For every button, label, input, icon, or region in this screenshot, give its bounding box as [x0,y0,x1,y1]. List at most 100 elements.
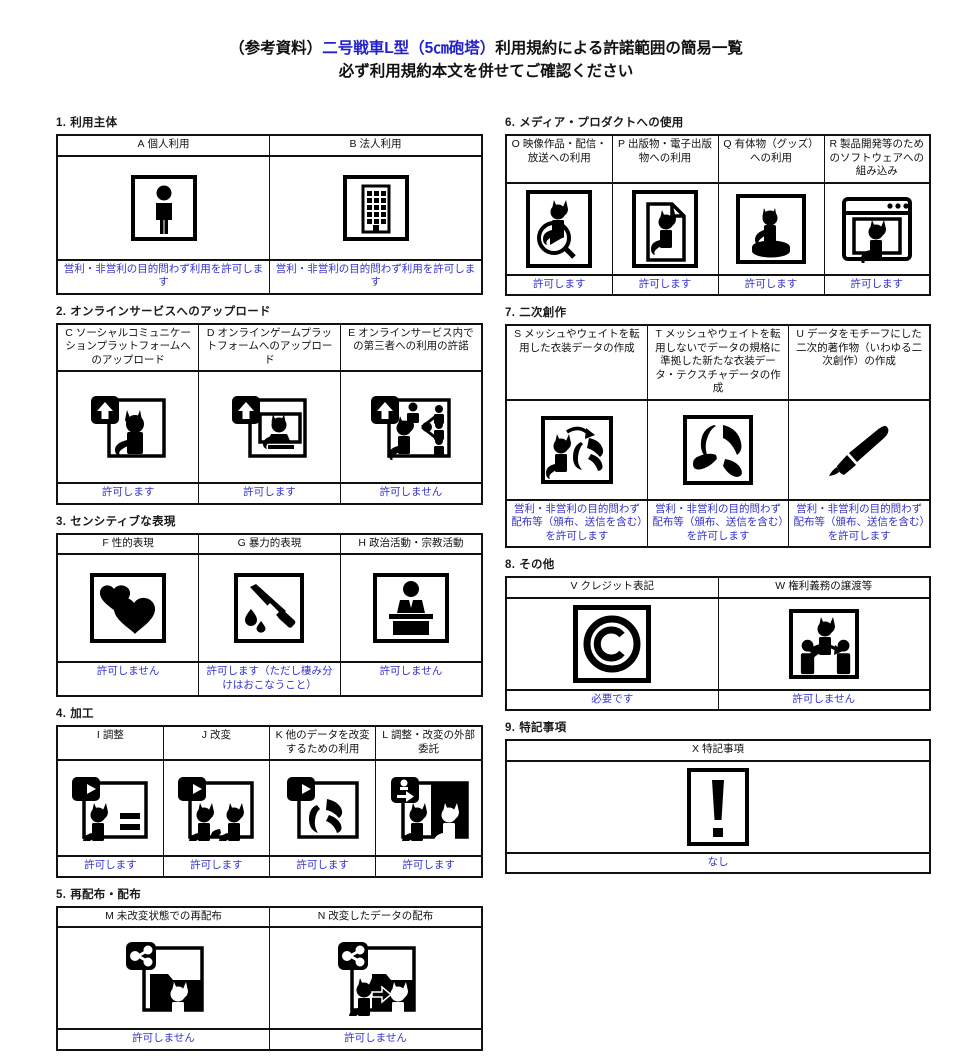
item-status-cell: 営利・非営利の目的問わず利用を許可します [269,259,483,294]
item-status-cell: 許可しません [269,1028,483,1050]
item-status-cell: 許可します [56,855,164,877]
item-icon-cell [505,398,648,501]
item-icon-cell [717,596,931,691]
item-icon-cell [56,926,270,1030]
item-status-cell: 必要です [505,689,719,711]
section-title: 加工 [70,708,94,720]
transfer-people-cat-icon [721,608,928,679]
table-status-row: 営利・非営利の目的問わず利用を許可します営利・非営利の目的問わず利用を許可します [56,259,483,294]
item-id: S [514,328,522,340]
section-label: 8.その他 [505,558,931,573]
table-status-row: 許可します許可します許可しません [56,482,483,504]
table-status-row: 許可します許可します許可します許可します [56,855,483,877]
section-label: 6.メディア・プロダクトへの使用 [505,116,931,131]
item-icon-cell [198,370,341,484]
item-icon-cell [269,926,483,1030]
section-number: 2. [56,305,67,318]
item-header-text: 特記事項 [702,743,744,755]
item-header-text: 有体物（グッズ）への利用 [734,138,819,164]
section-title: 再配布・配布 [70,888,142,901]
item-id: G [237,536,246,549]
figurine-cat-icon [721,193,822,264]
section-title: メディア・プロダクトへの使用 [519,117,684,129]
window-cat-icon [827,195,928,263]
item-icon-cell [339,553,483,663]
item-id: E [348,326,356,339]
item-header-text: 個人利用 [147,138,190,150]
item-header-text: 改変 [210,729,231,741]
item-icon-cell [505,596,719,691]
item-id: X [691,743,699,755]
item-status-cell: 許可しません [339,482,483,504]
item-status-cell: 許可します [375,855,483,877]
document-cat-icon [615,189,716,268]
item-status-cell: 許可します [611,274,719,296]
item-status-cell: 許可しません [56,1028,270,1050]
arrow-cat-invert-icon [378,775,479,841]
arrow-cat-cat-icon [166,775,267,841]
item-status-cell: 許可します [268,855,377,877]
item-status-cell: 営利・非営利の目的問わず配布等（頒布、送信を含む）を許可します [505,499,648,548]
item-header-text: オンラインサービス内での第三者への利用の許諾 [353,326,474,353]
section-label: 2.オンラインサービスへのアップロード [56,305,483,320]
item-id: F [102,536,109,549]
section-number: 4. [56,708,67,720]
item-header-text: クレジット表記 [580,580,655,592]
upload-cat-monitor-icon [201,394,338,460]
table-status-row: 許可しません許可します（ただし棲み分けはおこなうこと）許可しません [56,661,483,697]
brush-icon [791,420,927,480]
item-status-cell: 許可します [505,274,613,296]
item-id: P [617,138,625,150]
play-cat-icon [509,189,610,268]
table-icon-row [505,398,931,501]
item-icon-cell [611,181,719,276]
item-icon-cell [505,759,931,854]
item-icon-cell [56,759,164,857]
item-icon-cell [788,398,931,501]
item-id: N [317,909,326,922]
item-id: C [65,326,73,339]
item-icon-cell [717,181,825,276]
item-icon-cell [56,154,270,261]
item-id: B [349,138,357,150]
item-header-text: オンラインゲームプラットフォームへのアップロード [206,326,333,366]
table-status-row: 許可しません許可しません [56,1028,483,1050]
item-icon-cell [339,370,483,484]
copyright-icon [509,604,716,683]
item-status-cell: 営利・非営利の目的問わず配布等（頒布、送信を含む）を許可します [646,499,790,548]
title-prefix: （参考資料） [229,40,323,57]
item-header-text: メッシュやウェイトを転用した衣装データの作成 [519,328,640,354]
section-number: 1. [56,117,67,129]
item-header-text: 性的表現 [111,536,154,549]
item-id: R [829,138,838,150]
knife-blood-icon [201,573,338,643]
item-id: K [275,729,283,741]
table-icon-row [505,596,931,691]
item-status-cell: 許可しません [717,689,931,711]
item-header-text: 他のデータを改変するための利用 [285,729,370,755]
